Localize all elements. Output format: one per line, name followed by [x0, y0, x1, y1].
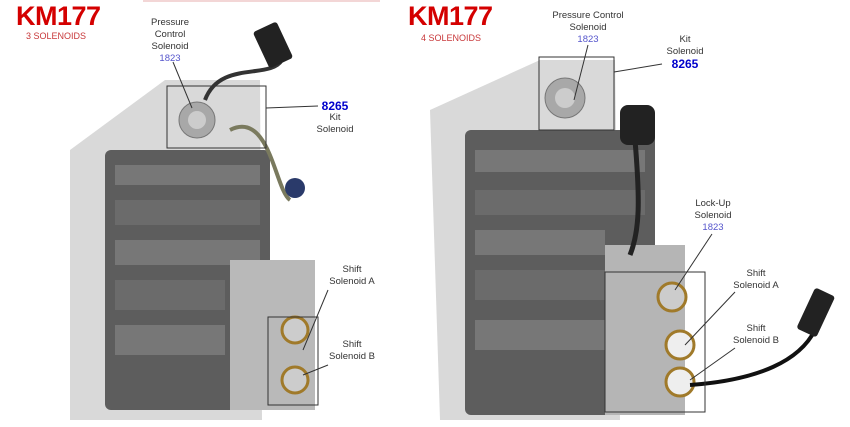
part-number: 1823 — [159, 53, 181, 64]
label-line: Control — [154, 29, 186, 40]
right-valve-body-photo — [430, 60, 835, 420]
left-valve-body-photo — [70, 22, 315, 420]
left-shift-a-label: Shift Solenoid A — [320, 264, 384, 288]
right-lockup-label: Lock-Up Solenoid 1823 — [685, 198, 741, 234]
label-line: Shift — [746, 268, 766, 279]
label-line: Solenoid A — [329, 276, 375, 287]
label-line: Shift — [342, 264, 362, 275]
right-title: KM177 — [408, 1, 493, 31]
right-pressure-control-label: Pressure Control Solenoid 1823 — [540, 10, 636, 46]
part-number: 8265 — [671, 57, 699, 71]
left-title: KM177 — [16, 1, 101, 31]
label-line: Solenoid — [569, 22, 607, 33]
right-shift-a-label: Shift Solenoid A — [724, 268, 788, 292]
right-shift-b-label: Shift Solenoid B — [724, 323, 788, 347]
left-subtitle: 3 SOLENOIDS — [26, 31, 87, 41]
label-line: Solenoid B — [329, 351, 375, 362]
label-line: Solenoid — [151, 41, 189, 52]
label-line: Kit — [679, 34, 691, 45]
left-shift-b-label: Shift Solenoid B — [320, 339, 384, 363]
label-line: Lock-Up — [695, 198, 731, 209]
part-number: 1823 — [577, 34, 599, 45]
label-line: Solenoid — [694, 210, 732, 221]
part-number: 1823 — [702, 222, 724, 233]
label-line: Solenoid B — [733, 335, 779, 346]
label-line: Shift — [746, 323, 766, 334]
label-line: Solenoid — [316, 124, 354, 135]
label-line: Kit — [329, 112, 341, 123]
label-line: Shift — [342, 339, 362, 350]
right-subtitle: 4 SOLENOIDS — [421, 33, 482, 43]
label-line: Solenoid — [666, 46, 704, 57]
label-line: Pressure Control — [552, 10, 624, 21]
label-line: Pressure — [150, 17, 189, 28]
right-kit-label: Kit Solenoid 8265 — [660, 34, 710, 70]
label-line: Solenoid A — [733, 280, 779, 291]
part-number: 8265 — [321, 99, 349, 113]
left-pressure-control-label: Pressure Control Solenoid 1823 — [130, 17, 210, 65]
left-kit-label: 8265 Kit Solenoid — [315, 100, 355, 136]
